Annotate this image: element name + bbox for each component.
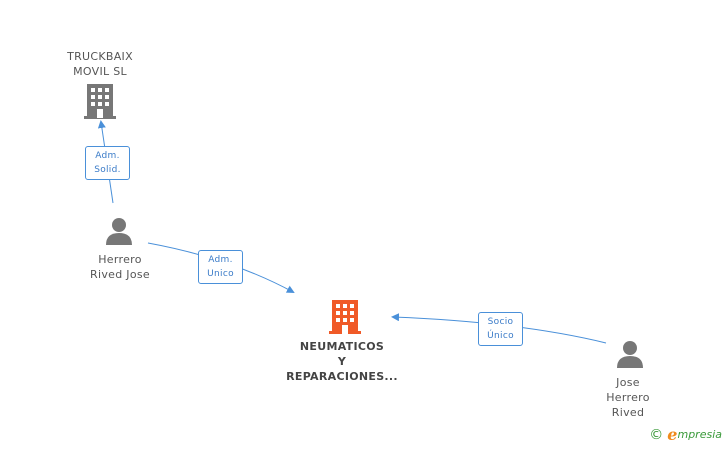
building-icon[interactable] <box>84 84 116 119</box>
node-label-neumaticos[interactable]: NEUMATICOS Y REPARACIONES... <box>286 340 398 383</box>
node-label-jose-herrero-rived[interactable]: Jose Herrero Rived <box>606 376 650 419</box>
person-icon[interactable] <box>106 218 132 245</box>
edge-badge-adm-solid: Adm. Solid. <box>85 146 130 180</box>
node-label-truckbaix[interactable]: TRUCKBAIX MOVIL SL <box>67 50 133 78</box>
brand-logo-text: mpresia <box>677 428 722 441</box>
brand-logo-initial: e <box>667 425 678 444</box>
person-icon[interactable] <box>617 341 643 368</box>
building-icon[interactable] <box>329 300 361 334</box>
edge-badge-adm-unico: Adm. Unico <box>198 250 243 284</box>
node-label-herrero-rived-jose[interactable]: Herrero Rived Jose <box>90 253 150 281</box>
copyright-icon: © <box>649 426 664 443</box>
edge-badge-socio-unico: Socio Único <box>478 312 523 346</box>
brand-footer: © e mpresia <box>649 425 722 444</box>
